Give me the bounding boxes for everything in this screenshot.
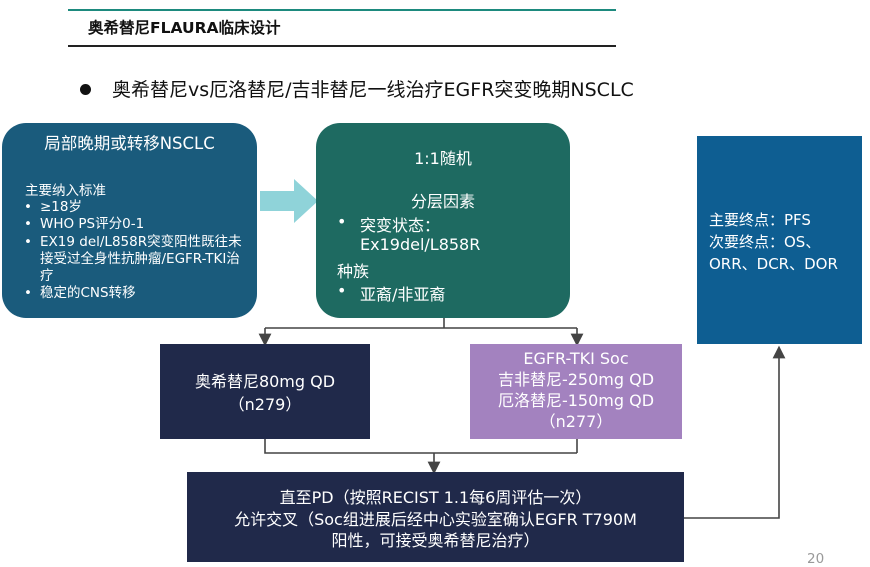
- right-arrow-icon: [260, 179, 318, 223]
- race-values: 亚裔/非亚裔: [360, 285, 446, 304]
- criteria-item: ≥18岁: [23, 199, 249, 217]
- mutation-status-values: Ex19del/L858R: [360, 235, 481, 254]
- bullet-icon: •: [337, 212, 347, 231]
- bullet-icon: •: [337, 281, 347, 300]
- mutation-status-label: 突变状态：: [360, 216, 441, 235]
- followup-box: 直至PD（按照RECIST 1.1每6周评估一次） 允许交叉（Soc组进展后经中…: [187, 472, 684, 562]
- randomization-box: 1:1随机 分层因素 • 突变状态： Ex19del/L858R 种族 • 亚裔…: [316, 123, 570, 318]
- secondary-endpoint: 次要终点：OS、ORR、DCR、DOR: [709, 233, 838, 273]
- connector-arrow: [684, 345, 786, 519]
- arm-n: （n279）: [228, 395, 302, 414]
- slide-title: 奥希替尼FLAURA临床设计: [88, 19, 281, 37]
- title-bottom-rule: [68, 45, 616, 47]
- connector-line: [264, 439, 577, 454]
- followup-line: 直至PD（按照RECIST 1.1每6周评估一次）: [279, 488, 592, 507]
- soc-erlotinib: 厄洛替尼-150mg QD: [497, 391, 655, 410]
- criteria-title: 主要纳入标准: [25, 183, 106, 199]
- randomization-ratio: 1:1随机: [414, 149, 472, 168]
- stratification-title: 分层因素: [410, 192, 475, 211]
- followup-line: 阳性，可接受奥希替尼治疗）: [331, 531, 540, 550]
- population-heading: 局部晚期或转移NSCLC: [44, 134, 215, 153]
- soc-gefitinib: 吉非替尼-250mg QD: [497, 370, 655, 389]
- title-top-rule: [68, 9, 616, 11]
- soc-n: （n277）: [539, 412, 613, 431]
- endpoints-box: 主要终点：PFS 次要终点：OS、ORR、DCR、DOR: [697, 136, 862, 344]
- soc-title: EGFR-TKI Soc: [523, 349, 629, 368]
- arm-drug: 奥希替尼80mg QD: [194, 372, 336, 391]
- criteria-list: ≥18岁 WHO PS评分0-1 EX19 del/L858R突变阳性既往未接受…: [23, 199, 249, 303]
- population-box: 局部晚期或转移NSCLC 主要纳入标准 ≥18岁 WHO PS评分0-1 EX1…: [2, 123, 257, 318]
- soc-arm-box: EGFR-TKI Soc 吉非替尼-250mg QD 厄洛替尼-150mg QD…: [470, 344, 682, 439]
- criteria-item: 稳定的CNS转移: [23, 285, 249, 303]
- criteria-item: EX19 del/L858R突变阳性既往未接受过全身性抗肿瘤/EGFR-TKI治…: [23, 234, 249, 286]
- followup-line: 允许交叉（Soc组进展后经中心实验室确认EGFR T790M: [234, 509, 637, 529]
- primary-endpoint: 主要终点：PFS: [709, 211, 811, 229]
- page-number: 20: [807, 551, 825, 567]
- bullet-dot-icon: [80, 84, 91, 95]
- criteria-item: WHO PS评分0-1: [23, 216, 249, 234]
- osimertinib-arm-box: 奥希替尼80mg QD （n279）: [160, 344, 370, 439]
- race-label: 种族: [337, 262, 370, 281]
- trial-summary: 奥希替尼vs厄洛替尼/吉非替尼一线治疗EGFR突变晚期NSCLC: [112, 79, 634, 101]
